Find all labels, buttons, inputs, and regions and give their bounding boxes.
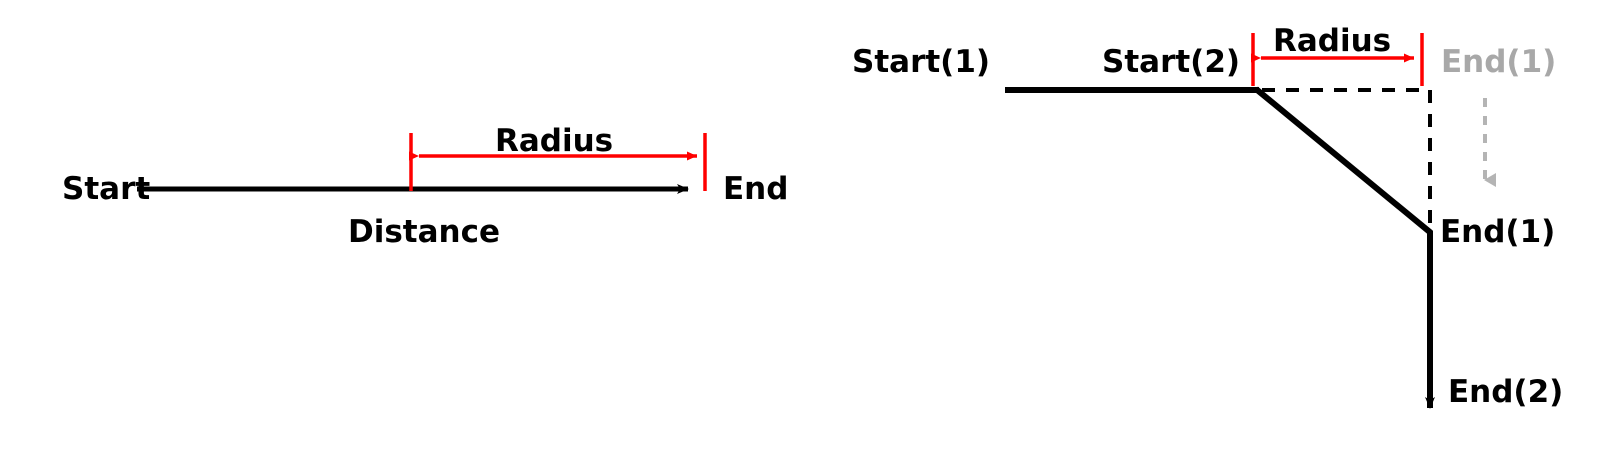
label-distance: Distance	[348, 214, 501, 250]
corner-bevel-line	[1254, 86, 1433, 236]
label-radius-left: Radius	[495, 123, 614, 159]
label-start-2: Start(2)	[1102, 44, 1241, 80]
label-end-1-ghost: End(1)	[1441, 44, 1557, 80]
label-end-2: End(2)	[1448, 374, 1564, 410]
label-end: End	[723, 171, 789, 207]
label-end-1: End(1)	[1440, 214, 1556, 250]
right-panel-group	[1005, 33, 1496, 409]
label-radius-right: Radius	[1273, 23, 1392, 59]
label-start: Start	[62, 171, 151, 207]
left-panel-group	[137, 133, 707, 194]
label-start-1: Start(1)	[852, 44, 991, 80]
